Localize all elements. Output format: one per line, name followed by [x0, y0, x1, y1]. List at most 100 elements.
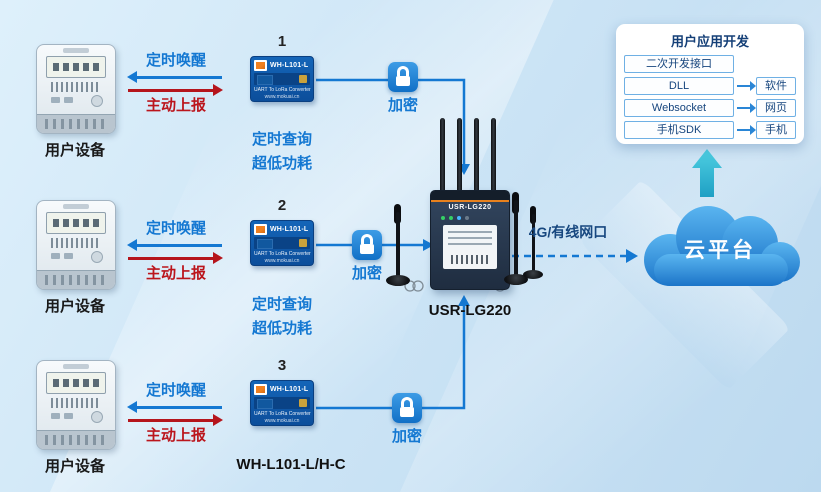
app-development-panel: 用户应用开发 二次开发接口 DLL Websocket 手机SDK 软件 网页 … — [616, 24, 804, 144]
low-power-label: 超低功耗 — [251, 320, 312, 337]
websocket-box: Websocket — [624, 99, 734, 117]
software-box: 软件 — [756, 77, 796, 95]
gateway-led — [457, 216, 461, 220]
api-box: 二次开发接口 — [624, 55, 734, 73]
gateway-antenna — [474, 118, 479, 192]
encrypt-label: 加密 — [391, 428, 422, 445]
module-site: www.mokuai.cn — [264, 94, 300, 100]
wan-link-label: 4G/有线网口 — [528, 224, 608, 240]
vendor-logo-icon — [254, 60, 267, 71]
lock-body — [360, 244, 374, 254]
meter-seal — [91, 251, 103, 263]
module-name: WH-L101-L — [270, 386, 309, 393]
external-antenna-base — [386, 275, 410, 286]
external-antenna-rod — [396, 212, 400, 277]
module-name: WH-L101-L — [270, 62, 309, 69]
electric-meter — [36, 360, 116, 450]
module-header: WH-L101-L — [254, 224, 310, 235]
external-antenna-rod — [514, 200, 518, 276]
cloud-shape — [644, 206, 800, 286]
module-header: WH-L101-L — [254, 60, 310, 71]
module-site: www.mokuai.cn — [264, 418, 300, 424]
meter-button — [64, 97, 73, 103]
device-to-gateway-links — [316, 78, 626, 410]
encryption-lock-icon — [352, 230, 382, 260]
external-antenna-rod — [532, 214, 535, 272]
meter-seal — [91, 411, 103, 423]
report-arrow-right — [128, 252, 223, 264]
dll-box: DLL — [624, 77, 734, 95]
meter-terminal-block — [37, 114, 115, 133]
cloud-platform: 云平台 — [628, 198, 812, 294]
encryption-lock-icon — [392, 393, 422, 423]
vendor-logo-icon — [254, 224, 267, 235]
electric-meter — [36, 44, 116, 134]
lora-module: WH-L101-L UART To LoRa Converter www.mok… — [250, 380, 314, 426]
module-header: WH-L101-L — [254, 384, 310, 395]
lora-module: WH-L101-L UART To LoRa Converter www.mok… — [250, 56, 314, 102]
meter-lcd-screen — [46, 372, 106, 394]
gateway-model-caption: USR-LG220 — [428, 302, 512, 319]
module-number: 2 — [277, 197, 287, 214]
external-antenna-base — [523, 270, 543, 279]
module-pcb — [254, 237, 310, 249]
electric-meter — [36, 200, 116, 290]
report-arrow-right — [128, 414, 223, 426]
active-report-label: 主动上报 — [145, 97, 206, 114]
user-device-label: 用户设备 — [44, 458, 105, 475]
meter-barcode — [51, 82, 101, 92]
external-antenna-base — [504, 274, 528, 285]
meter-barcode — [51, 398, 101, 408]
mobile-sdk-box: 手机SDK — [624, 121, 734, 139]
encrypt-label: 加密 — [387, 97, 418, 114]
meter-terminal-block — [37, 270, 115, 289]
meter-tab — [63, 204, 89, 209]
cloud-platform-label: 云平台 — [684, 239, 756, 262]
module-site: www.mokuai.cn — [264, 258, 300, 264]
lock-body — [396, 76, 410, 86]
gateway-led — [441, 216, 445, 220]
lock-body — [400, 407, 414, 417]
gateway-orange-stripe — [431, 200, 509, 202]
timed-wake-label: 定时唤醒 — [145, 382, 206, 399]
meter-lcd-screen — [46, 212, 106, 234]
module-number: 1 — [277, 33, 287, 50]
user-device-label: 用户设备 — [44, 298, 105, 315]
module-desc: UART To LoRa Converter — [254, 411, 311, 417]
timed-wake-label: 定时唤醒 — [145, 52, 206, 69]
module-desc: UART To LoRa Converter — [254, 251, 311, 257]
gateway-top-cap — [431, 191, 509, 200]
gateway-label-plate — [443, 225, 497, 269]
meter-button — [51, 253, 60, 259]
gateway-antenna — [440, 118, 445, 192]
meter-lcd-screen — [46, 56, 106, 78]
lock-shackle — [361, 234, 373, 244]
webpage-box: 网页 — [756, 99, 796, 117]
meter-button — [64, 253, 73, 259]
cloud-to-app-arrow — [692, 149, 722, 197]
module-pcb — [254, 73, 310, 85]
gateway-led — [465, 216, 469, 220]
module-model-label: WH-L101-L/H-C — [236, 456, 346, 473]
meter-barcode — [51, 238, 101, 248]
module-pcb — [254, 397, 310, 409]
lock-shackle — [401, 397, 413, 407]
panel-arrow-icon — [737, 81, 756, 91]
meter-button — [51, 97, 60, 103]
phone-box: 手机 — [756, 121, 796, 139]
module-name: WH-L101-L — [270, 226, 309, 233]
vendor-logo-icon — [254, 384, 267, 395]
wake-arrow-left — [127, 71, 222, 83]
gateway-led — [449, 216, 453, 220]
report-arrow-right — [128, 84, 223, 96]
gateway-front-model-text: USR-LG220 — [448, 204, 492, 211]
meter-seal — [91, 95, 103, 107]
lora-module: WH-L101-L UART To LoRa Converter www.mok… — [250, 220, 314, 266]
user-device-label: 用户设备 — [44, 142, 105, 159]
module-desc: UART To LoRa Converter — [254, 87, 311, 93]
gateway-body: USR-LG220 — [430, 190, 510, 290]
encryption-lock-icon — [388, 62, 418, 92]
wake-arrow-left — [127, 239, 222, 251]
